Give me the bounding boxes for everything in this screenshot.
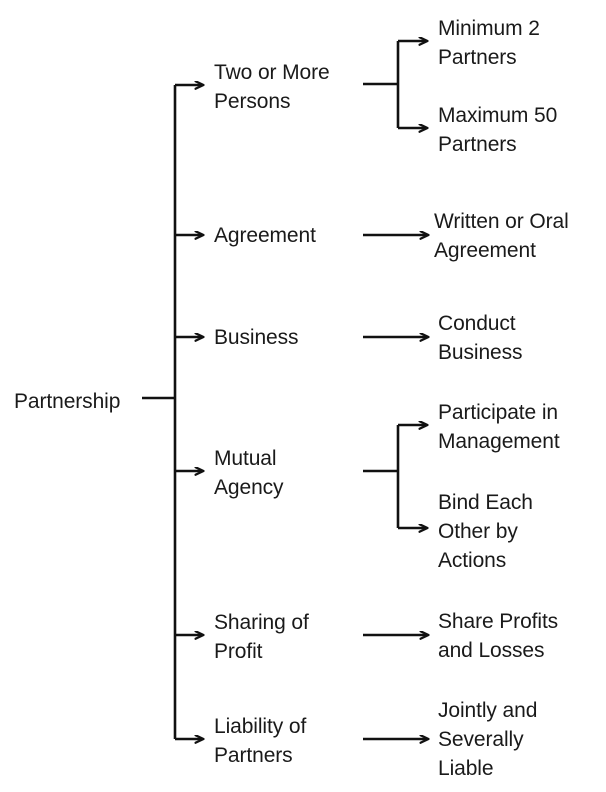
node-jointly-and-severally-liable[interactable]: Jointly and Severally Liable xyxy=(438,699,538,780)
node-partnership[interactable]: Partnership xyxy=(14,390,121,413)
node-minimum-2-partners[interactable]: Minimum 2 Partners xyxy=(438,17,540,69)
node-sharing-of-profit[interactable]: Sharing of Profit xyxy=(214,611,309,663)
node-maximum-50-partners[interactable]: Maximum 50 Partners xyxy=(438,104,558,156)
node-share-profits-and-losses[interactable]: Share Profits and Losses xyxy=(438,610,559,662)
node-two-or-more-persons[interactable]: Two or More Persons xyxy=(214,61,330,113)
node-liability-of-partners[interactable]: Liability of Partners xyxy=(214,715,307,767)
node-conduct-business[interactable]: Conduct Business xyxy=(438,312,523,364)
node-bind-each-other-by-actions[interactable]: Bind Each Other by Actions xyxy=(438,491,533,572)
node-participate-in-management[interactable]: Participate in Management xyxy=(438,401,560,453)
node-mutual-agency[interactable]: Mutual Agency xyxy=(214,447,284,499)
node-business[interactable]: Business xyxy=(214,326,299,349)
node-written-or-oral-agreement[interactable]: Written or Oral Agreement xyxy=(434,210,569,262)
node-agreement[interactable]: Agreement xyxy=(214,224,316,247)
